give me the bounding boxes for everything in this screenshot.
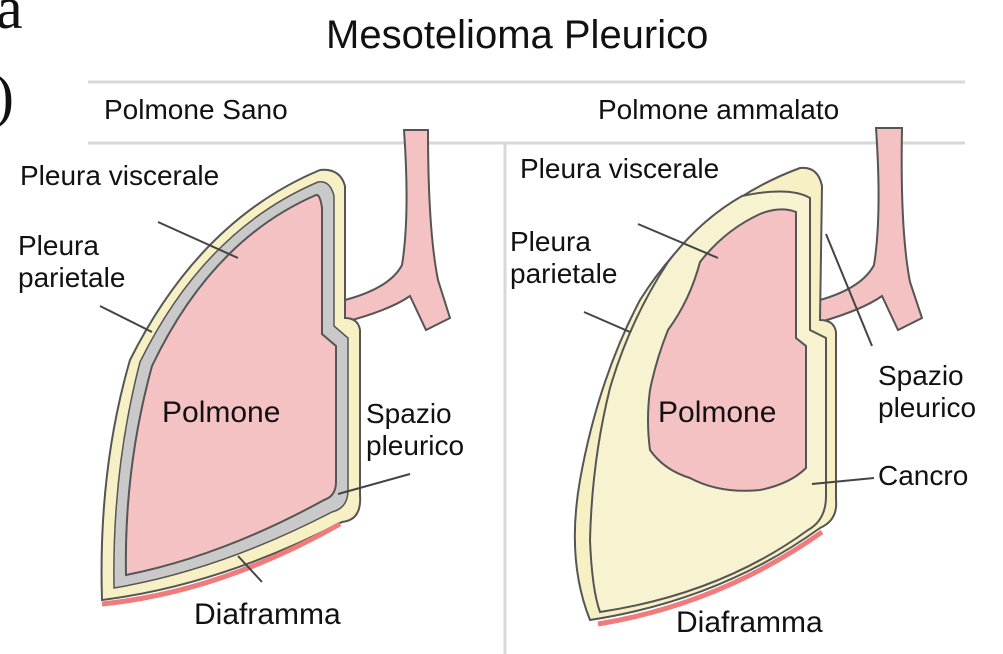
left-label-lung: Polmone	[162, 396, 280, 431]
right-label-parietal: Pleura parietale	[510, 226, 617, 290]
healthy-lung-illustration	[100, 130, 450, 604]
corner-fragment-top: a	[0, 0, 23, 38]
left-label-visceral: Pleura viscerale	[20, 160, 219, 192]
left-trachea	[345, 130, 450, 330]
diagram-title: Mesotelioma Pleurico	[326, 12, 708, 58]
left-label-parietal: Pleura parietale	[18, 230, 125, 294]
right-lung-tissue	[648, 209, 806, 490]
left-panel-header: Polmone Sano	[104, 94, 288, 126]
right-label-space: Spazio pleurico	[878, 360, 976, 424]
right-label-diaphragm: Diaframma	[676, 606, 823, 641]
leader-right-parietal	[584, 312, 630, 332]
right-trachea	[820, 128, 922, 330]
right-label-visceral: Pleura viscerale	[520, 153, 719, 185]
right-panel-header: Polmone ammalato	[598, 94, 839, 126]
corner-fragment-bottom: )	[0, 66, 14, 126]
left-label-diaphragm: Diaframma	[194, 598, 341, 633]
diseased-lung-illustration	[575, 128, 922, 624]
right-label-lung: Polmone	[658, 396, 776, 431]
right-label-cancer: Cancro	[878, 460, 968, 492]
leader-left-parietal	[100, 306, 152, 332]
left-label-space: Spazio pleurico	[366, 398, 464, 462]
